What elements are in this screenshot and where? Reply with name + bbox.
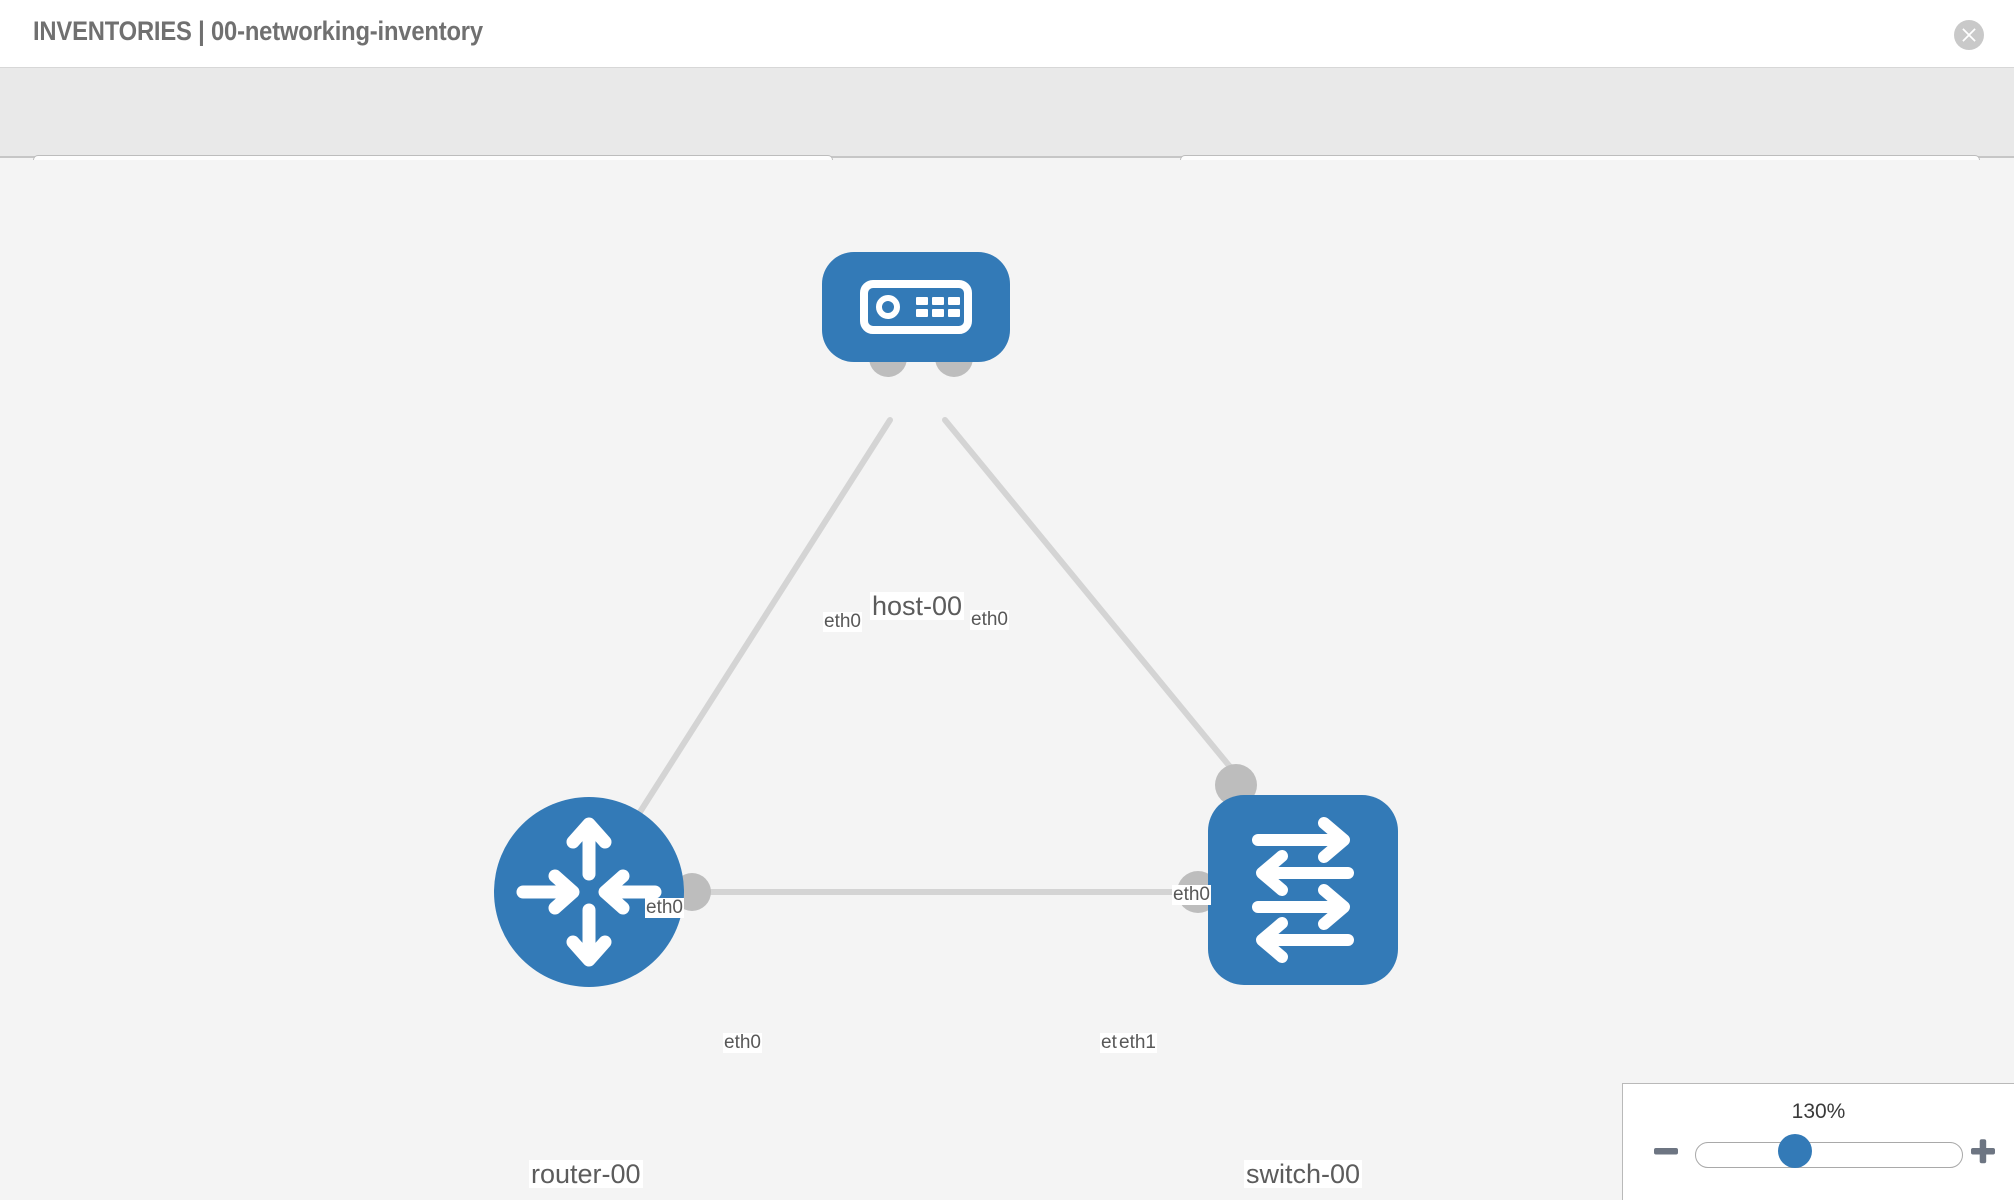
zoom-level-value: 130%	[1791, 1100, 1846, 1123]
interface-label: etl	[1100, 1032, 1123, 1053]
node-switch-00[interactable]	[1208, 795, 1398, 985]
close-icon[interactable]	[1954, 20, 1984, 50]
toolbar: ACTIONS	[0, 68, 2014, 210]
topology-links	[586, 417, 1253, 895]
zoom-slider-track[interactable]	[1695, 1142, 1963, 1168]
interface-label: eth0	[823, 611, 862, 632]
interface-label: eth0	[645, 897, 684, 918]
node-label-router-00: router-00	[529, 1159, 643, 1189]
interface-label: eth0	[723, 1032, 762, 1053]
interface-label: eth0	[1172, 884, 1211, 905]
node-label-switch-00: switch-00	[1244, 1159, 1363, 1189]
minus-icon[interactable]	[1651, 1136, 1681, 1166]
page-header: INVENTORIES | 00-networking-inventory	[0, 0, 2014, 68]
topology-graph	[494, 252, 1398, 987]
link-host-switch	[942, 417, 1248, 788]
zoom-slider-thumb[interactable]	[1778, 1134, 1812, 1168]
interface-label: eth1	[1118, 1032, 1157, 1053]
page-title: INVENTORIES | 00-networking-inventory	[33, 16, 483, 46]
topology-canvas[interactable]: host-00 router-00 switch-00 eth0 eth0 et…	[0, 160, 2014, 1200]
zoom-control-panel: 130%	[1622, 1083, 2014, 1200]
interface-label: eth0	[970, 609, 1009, 630]
plus-icon[interactable]	[1968, 1136, 1998, 1166]
node-label-host-00: host-00	[870, 591, 965, 621]
node-host-00[interactable]	[822, 252, 1010, 362]
node-router-00[interactable]	[494, 797, 684, 987]
